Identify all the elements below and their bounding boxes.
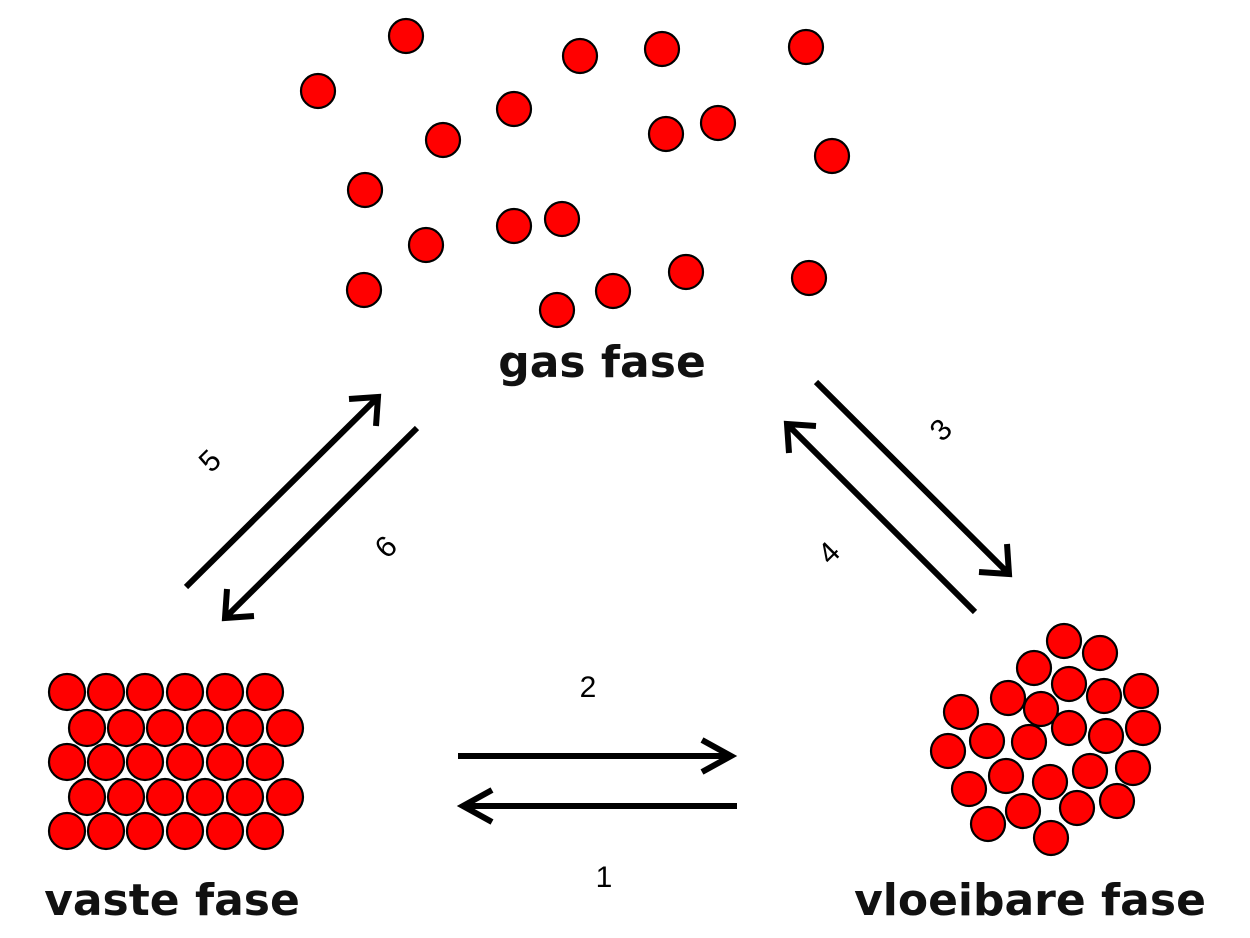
solid-particle xyxy=(245,672,285,712)
liquid-particle xyxy=(1004,792,1042,830)
transition-label-4: 4 xyxy=(812,536,847,571)
solid-particle xyxy=(185,777,225,817)
liquid-particle xyxy=(1010,723,1048,761)
gas-particle xyxy=(345,271,383,309)
solid-particle xyxy=(165,742,205,782)
gas-particle xyxy=(699,104,737,142)
solid-particle xyxy=(106,777,146,817)
solid-particle xyxy=(165,672,205,712)
arrow-1-liquid-to-solid xyxy=(456,787,737,825)
gas-particle xyxy=(538,291,576,329)
gas-particle xyxy=(594,272,632,310)
liquid-particle xyxy=(1031,763,1069,801)
solid-particle xyxy=(145,777,185,817)
liquid-phase-label: vloeibare fase xyxy=(854,875,1206,926)
arrow-5-solid-to-gas xyxy=(183,393,382,590)
solid-particle xyxy=(67,777,107,817)
liquid-particle xyxy=(987,757,1025,795)
liquid-particle xyxy=(1098,782,1136,820)
solid-particle xyxy=(47,811,87,851)
solid-particle xyxy=(47,672,87,712)
solid-particle xyxy=(145,708,185,748)
liquid-particle xyxy=(1015,649,1053,687)
liquid-particle xyxy=(1050,665,1088,703)
liquid-particle xyxy=(968,722,1006,760)
arrow-4-liquid-to-gas xyxy=(783,420,978,615)
transition-label-5: 5 xyxy=(193,444,228,479)
solid-particle xyxy=(86,672,126,712)
liquid-particle xyxy=(969,805,1007,843)
gas-particle xyxy=(495,90,533,128)
transition-label-1: 1 xyxy=(596,861,613,894)
liquid-particle xyxy=(1114,749,1152,787)
liquid-particle xyxy=(1122,672,1160,710)
solid-particle xyxy=(245,742,285,782)
solid-particle xyxy=(125,672,165,712)
solid-particle xyxy=(86,742,126,782)
gas-phase-particles xyxy=(299,17,851,329)
solid-particle xyxy=(165,811,205,851)
gas-particle xyxy=(495,207,533,245)
solid-particle xyxy=(245,811,285,851)
liquid-phase-particles xyxy=(929,622,1162,857)
liquid-particle xyxy=(1022,690,1060,728)
liquid-particle xyxy=(1087,717,1125,755)
gas-particle xyxy=(387,17,425,55)
liquid-particle xyxy=(950,770,988,808)
liquid-particle xyxy=(1058,789,1096,827)
liquid-particle xyxy=(1050,709,1088,747)
solid-particle xyxy=(225,777,265,817)
solid-particle xyxy=(67,708,107,748)
liquid-particle xyxy=(942,693,980,731)
solid-particle xyxy=(86,811,126,851)
gas-particle xyxy=(299,72,337,110)
liquid-particle xyxy=(1071,752,1109,790)
liquid-particle xyxy=(989,679,1027,717)
arrow-3-gas-to-liquid xyxy=(813,379,1013,578)
liquid-particle xyxy=(1085,677,1123,715)
solid-particle xyxy=(265,777,305,817)
liquid-particle xyxy=(1032,819,1070,857)
gas-particle xyxy=(667,253,705,291)
gas-particle xyxy=(787,28,825,66)
transition-label-6: 6 xyxy=(369,530,404,565)
liquid-particle xyxy=(1081,634,1119,672)
solid-particle xyxy=(205,811,245,851)
solid-particle xyxy=(125,742,165,782)
gas-particle xyxy=(813,137,851,175)
arrow-2-solid-to-liquid xyxy=(458,737,738,775)
arrow-6-gas-to-solid xyxy=(221,425,420,622)
transition-label-3: 3 xyxy=(924,413,959,448)
transition-label-2: 2 xyxy=(580,671,597,704)
gas-particle xyxy=(543,200,581,238)
liquid-particle xyxy=(1124,709,1162,747)
gas-particle xyxy=(407,226,445,264)
solid-particle xyxy=(106,708,146,748)
gas-particle xyxy=(647,115,685,153)
liquid-particle xyxy=(929,732,967,770)
solid-particle xyxy=(47,742,87,782)
solid-particle xyxy=(125,811,165,851)
gas-particle xyxy=(790,259,828,297)
solid-particle xyxy=(185,708,225,748)
solid-particle xyxy=(225,708,265,748)
gas-phase-label: gas fase xyxy=(498,337,706,388)
gas-particle xyxy=(561,37,599,75)
gas-particle xyxy=(424,121,462,159)
gas-particle xyxy=(346,171,384,209)
solid-particle xyxy=(205,672,245,712)
gas-particle xyxy=(643,30,681,68)
solid-phase-label: vaste fase xyxy=(44,875,300,926)
liquid-particle xyxy=(1045,622,1083,660)
solid-particle xyxy=(265,708,305,748)
solid-phase-particles xyxy=(47,672,305,851)
solid-particle xyxy=(205,742,245,782)
